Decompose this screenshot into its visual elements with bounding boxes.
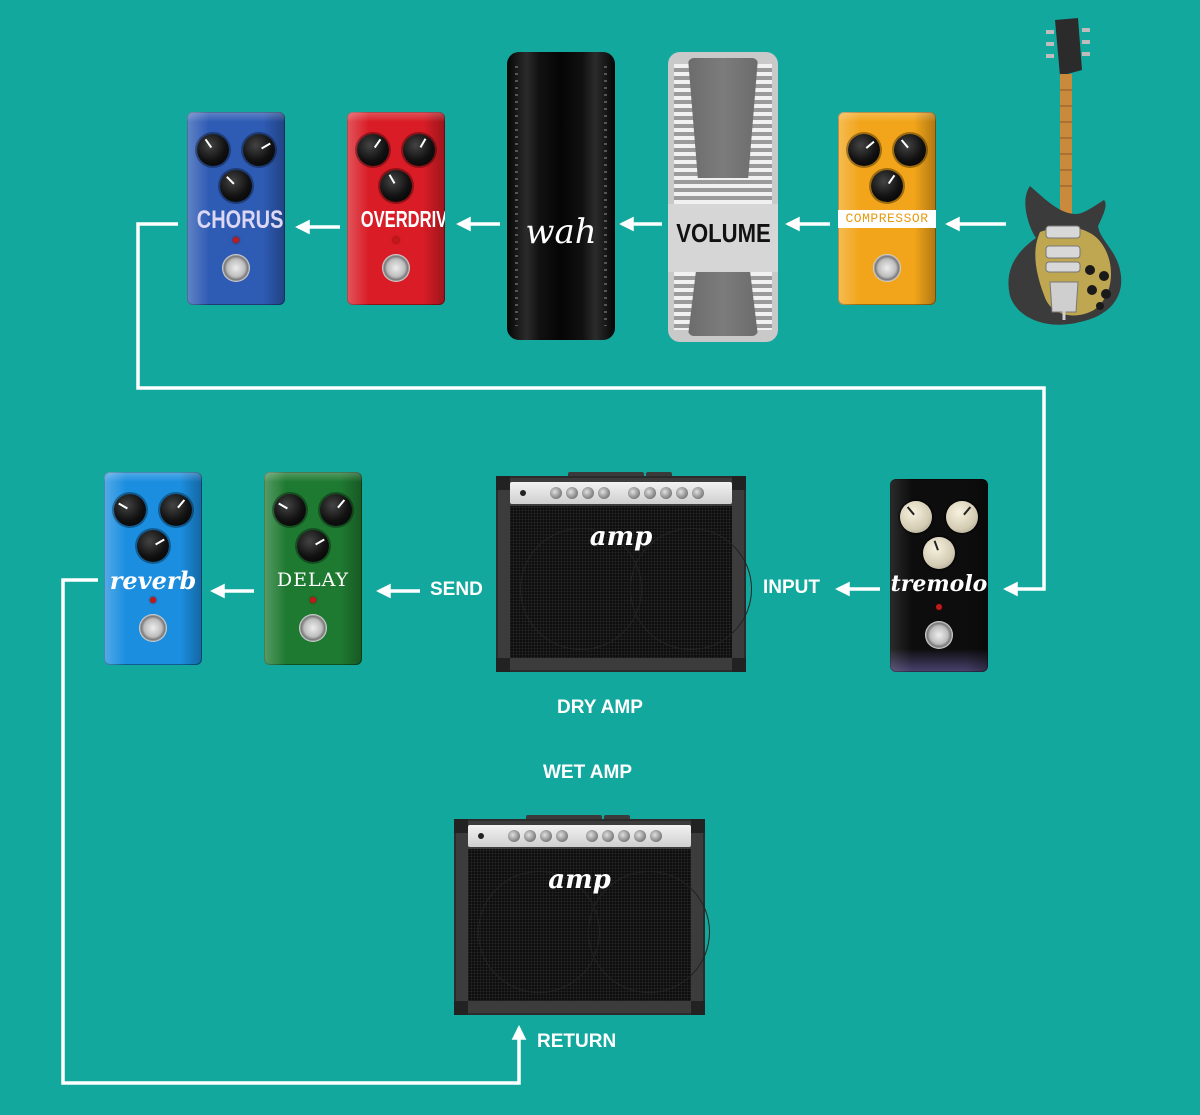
dry-amp: amp xyxy=(496,472,752,672)
level-knob xyxy=(380,170,412,202)
electric-guitar-icon xyxy=(1008,18,1122,325)
amp-brand-label: amp xyxy=(589,522,653,552)
tone-knob xyxy=(160,494,192,526)
status-led xyxy=(150,597,156,603)
volume-pedal: VOLUME xyxy=(668,52,778,342)
overdrive-pedal: OVERDRIVE xyxy=(347,112,445,305)
level-knob xyxy=(220,170,252,202)
wet-amp: amp xyxy=(454,815,710,1015)
attack-knob xyxy=(871,170,903,202)
rate-knob xyxy=(197,134,229,166)
reverb-pedal: reverb xyxy=(104,472,202,665)
wet-amp-label: WET AMP xyxy=(543,762,633,783)
drive-knob xyxy=(357,134,389,166)
chorus-pedal: CHORUS xyxy=(187,112,285,305)
tremolo-pedal: tremolo xyxy=(890,479,988,672)
reverb-label: reverb xyxy=(109,566,197,595)
tone-knob xyxy=(403,134,435,166)
footswitch xyxy=(382,254,410,282)
feedback-knob xyxy=(320,494,352,526)
status-led xyxy=(233,237,239,243)
send-label: SEND xyxy=(430,579,483,600)
tremolo-label: tremolo xyxy=(890,571,988,597)
wire-chorus-to-tremolo xyxy=(136,222,1046,597)
control-panel xyxy=(510,482,732,504)
input-label: INPUT xyxy=(763,577,820,598)
return-label: RETURN xyxy=(537,1031,617,1052)
status-led xyxy=(393,237,399,243)
depth-knob xyxy=(243,134,275,166)
footswitch xyxy=(139,614,167,642)
status-led xyxy=(936,604,942,610)
volume-label: VOLUME xyxy=(676,218,771,248)
chorus-label: CHORUS xyxy=(196,206,284,234)
wire-reverb-to-return xyxy=(61,578,527,1085)
footswitch xyxy=(873,254,901,282)
sustain-knob xyxy=(894,134,926,166)
compressor-label: COMPRESSOR xyxy=(838,210,936,228)
dry-amp-label: DRY AMP xyxy=(557,697,643,718)
status-led xyxy=(310,597,316,603)
volume-knob xyxy=(923,537,955,569)
time-knob xyxy=(274,494,306,526)
footswitch xyxy=(222,254,250,282)
level-knob xyxy=(848,134,880,166)
compressor-pedal: COMPRESSOR xyxy=(838,112,936,305)
delay-label: DELAY xyxy=(276,569,350,591)
wah-label: wah xyxy=(525,212,597,252)
decay-knob xyxy=(114,494,146,526)
depth-knob xyxy=(946,501,978,533)
mix-knob xyxy=(297,530,329,562)
level-knob xyxy=(137,530,169,562)
wah-pedal: wah xyxy=(507,52,615,340)
footswitch xyxy=(925,621,953,649)
control-panel xyxy=(468,825,691,847)
speed-knob xyxy=(900,501,932,533)
speaker-grill xyxy=(510,506,752,658)
delay-pedal: DELAY xyxy=(264,472,362,665)
footswitch xyxy=(299,614,327,642)
amp-brand-label: amp xyxy=(548,865,611,895)
overdrive-label: OVERDRIVE xyxy=(360,206,445,232)
speaker-grill xyxy=(468,849,710,1001)
